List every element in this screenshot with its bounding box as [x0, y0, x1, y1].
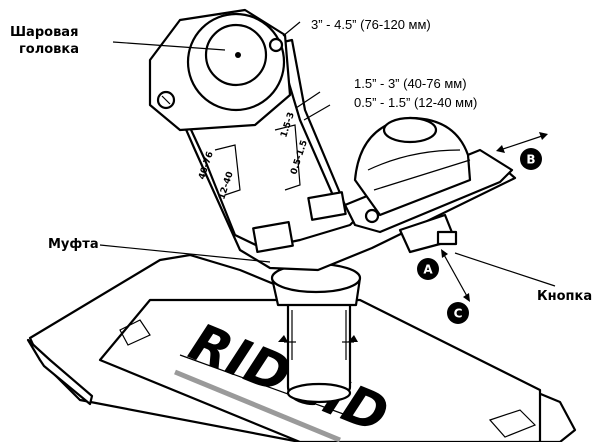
- coupling-label: Муфта: [48, 237, 99, 252]
- leader-lines: [99, 21, 556, 287]
- motion-arrows: [441, 132, 548, 302]
- badge-a: A: [417, 258, 439, 280]
- badge-b: B: [520, 148, 542, 170]
- ball-head-label-line1: Шаровая: [10, 25, 78, 40]
- right-ball-head: [343, 116, 514, 254]
- ball-head: [148, 8, 292, 132]
- button-label: Кнопка: [537, 289, 592, 304]
- svg-text:B: B: [526, 153, 535, 167]
- svg-text:C: C: [454, 307, 463, 321]
- svg-text:A: A: [423, 263, 433, 277]
- badge-c: C: [447, 302, 469, 324]
- ball-head-label-line2: головка: [19, 42, 79, 57]
- range-large-label: 3” - 4.5” (76-120 мм): [311, 17, 431, 32]
- range-medium-label: 1.5” - 3” (40-76 мм): [354, 76, 467, 91]
- range-small-label: 0.5” - 1.5” (12-40 мм): [354, 95, 477, 110]
